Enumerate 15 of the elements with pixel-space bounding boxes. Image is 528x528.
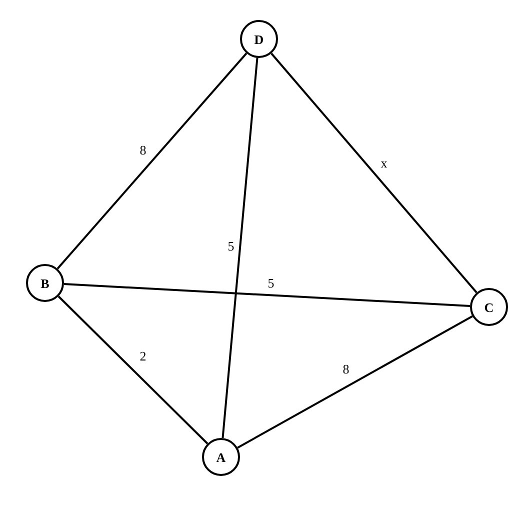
edge-line [270,52,478,294]
edge-line [237,315,473,449]
edge-label: 5 [226,240,236,252]
edge-label: 2 [138,350,148,362]
node-label: A [216,450,226,464]
edge-label: 8 [342,362,350,376]
edge-line [58,296,208,444]
node-label: D [254,32,264,46]
node-label: C [484,300,494,314]
edge-label: 8 [138,144,148,156]
node-label: B [40,276,50,290]
edge-line [56,52,248,270]
edge-line [64,283,470,307]
edge-line [222,58,258,438]
edge-label: 5 [266,276,276,290]
